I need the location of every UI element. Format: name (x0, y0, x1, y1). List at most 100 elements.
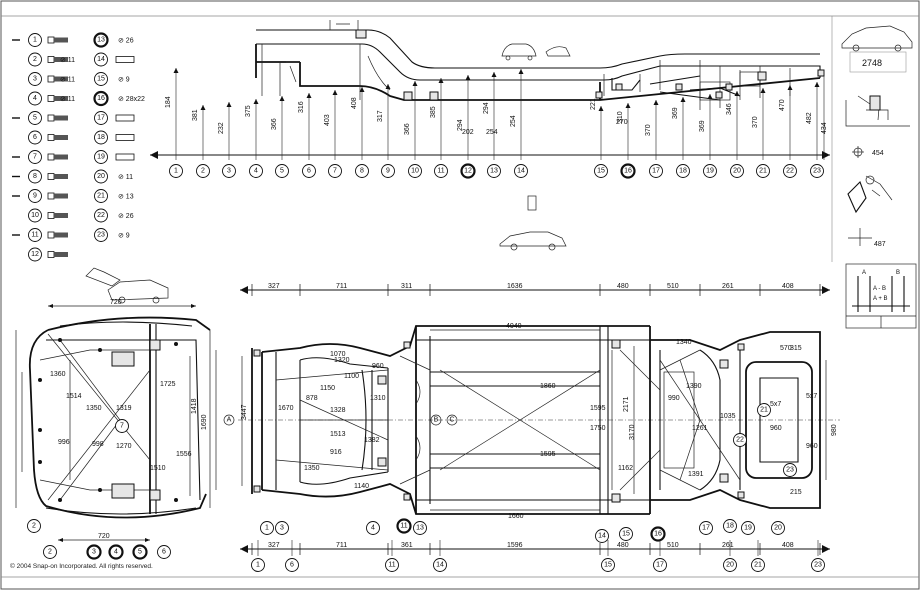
legend-left-bolt-5 (54, 115, 68, 121)
legend-right-item-18-label: 18 (97, 134, 105, 141)
legend-right-item-17-ring (94, 111, 108, 125)
front-point-3-label: 3 (92, 549, 96, 556)
plan-point-3-ring (275, 521, 289, 535)
legend-left-item-6: 6 (28, 130, 42, 145)
legend-left-fastener-3 (47, 75, 55, 83)
legend-right-item-19-label: 19 (97, 154, 105, 161)
plan-point-13-ring (413, 521, 427, 535)
legend-left-item-2-ring (28, 52, 42, 67)
table-a-minus-b: A - B (873, 286, 886, 292)
legend-left-item-12-ring (28, 247, 42, 262)
side-point-4-label: 4 (254, 168, 258, 175)
side-point-13: 13 (487, 164, 501, 178)
side-point-4: 4 (249, 164, 263, 178)
plan-point-22: 22 (733, 433, 747, 447)
front-point-6-ring (157, 545, 171, 559)
plan-bottom-dim-3: 1596 (507, 542, 523, 549)
side-point-20-label: 20 (733, 168, 741, 175)
front-dim-3: 996 (58, 439, 70, 446)
legend-right-item-22-ring (94, 208, 108, 223)
front-dim-2: 1514 (66, 393, 82, 400)
plan-point-4: 4 (366, 521, 380, 535)
side-point-2: 2 (196, 164, 210, 178)
legend-right-size-15: ⊘ 9 (118, 77, 130, 84)
side-point-12-ring (460, 163, 476, 179)
plan-lower-point-11-ring (385, 558, 399, 572)
side-height-3: 232 (218, 122, 225, 134)
front-dim-5: 998 (92, 441, 104, 448)
side-point-7-ring (328, 164, 342, 178)
plan-point-14-label: 14 (598, 533, 606, 540)
side-height-18: 369 (672, 107, 679, 119)
plan-point-13: 13 (413, 521, 427, 535)
front-dim-1: 1360 (50, 371, 66, 378)
plan-inner-dim-33: 960 (770, 425, 782, 432)
plan-inner-dim-19: 1595 (590, 405, 606, 412)
plan-point-4-label: 4 (371, 525, 375, 532)
plan-point-18: 18 (723, 519, 737, 533)
plan-inner-dim-8: 1382 (364, 437, 380, 444)
legend-left-item-12-label: 12 (31, 251, 39, 258)
side-height-6: 316 (298, 101, 305, 113)
plan-top-dim-1: 711 (336, 283, 347, 290)
plan-lower-point-1: 1 (251, 558, 265, 572)
front-point-2-ring (43, 545, 57, 559)
plan-point-3: 3 (275, 521, 289, 535)
plan-bottom-dim-5: 510 (667, 542, 679, 549)
side-vertical-arrow-11 (438, 78, 444, 83)
legend-right-fastener-14 (115, 56, 135, 63)
side-point-18-label: 18 (679, 168, 687, 175)
side-point-9-ring (381, 164, 395, 178)
legend-left-item-6-ring (28, 130, 42, 145)
side-point-4-ring (249, 164, 263, 178)
plan-lower-point-23: 23 (811, 558, 825, 572)
plan-inner-dim-1: 1150 (320, 385, 335, 392)
front-point-a: 2 (27, 519, 41, 533)
side-point-19-label: 19 (706, 168, 714, 175)
legend-left-bolt-10 (54, 213, 68, 218)
legend-left-item-2: 2 (28, 52, 42, 67)
side-height-11: 385 (430, 106, 437, 118)
legend-right-item-14-label: 14 (97, 56, 105, 63)
plan-point-11: 11 (396, 518, 412, 534)
side-point-11-label: 11 (437, 168, 444, 175)
legend-right-item-21-ring (94, 189, 108, 203)
side-point-20-ring (730, 164, 744, 178)
side-point-15-label: 15 (597, 168, 605, 175)
front-dim-width: 720 (110, 299, 122, 306)
legend-right-item-16-ring (93, 90, 109, 107)
plan-lower-point-15-label: 15 (604, 562, 612, 569)
side-point-14-label: 14 (517, 168, 525, 175)
plan-point-23: 23 (783, 463, 797, 477)
side-height-17: 370 (645, 124, 652, 136)
legend-left-item-9: 9 (28, 189, 42, 203)
legend-right-item-23-label: 23 (97, 232, 105, 239)
legend-right-item-17-label: 17 (97, 115, 105, 122)
side-point-8-ring (355, 164, 369, 178)
legend-left-size-3: ⊘ 11 (60, 77, 75, 84)
side-point-5-ring (275, 164, 289, 178)
plan-inner-dim-26: 1261 (692, 425, 708, 432)
plan-point-18-ring (723, 519, 737, 533)
side-height-22: 470 (779, 99, 786, 111)
legend-left-item-11: 11 (28, 228, 42, 242)
plan-inner-dim-9: 1140 (354, 483, 369, 490)
plan-point-1-ring (260, 521, 274, 535)
side-point-1-label: 1 (174, 168, 178, 175)
front-dim-6: 1319 (116, 405, 132, 412)
legend-left-item-5-ring (28, 111, 42, 125)
legend-left-item-11-label: 11 (31, 232, 38, 239)
plan-point-19: 19 (741, 521, 755, 535)
side-point-17-ring (649, 164, 663, 178)
side-point-18: 18 (676, 164, 690, 178)
plan-lower-point-6-ring (285, 558, 299, 572)
side-point-14: 14 (514, 164, 528, 178)
plan-lower-point-20: 20 (723, 558, 737, 572)
plan-lower-point-21: 21 (751, 558, 765, 572)
legend-left-fastener-11 (47, 231, 55, 239)
plan-point-16-label: 16 (654, 531, 662, 538)
side-point-21: 21 (756, 164, 770, 178)
legend-right-item-15: 15 (94, 72, 108, 86)
side-height-14: 254 (510, 115, 517, 127)
